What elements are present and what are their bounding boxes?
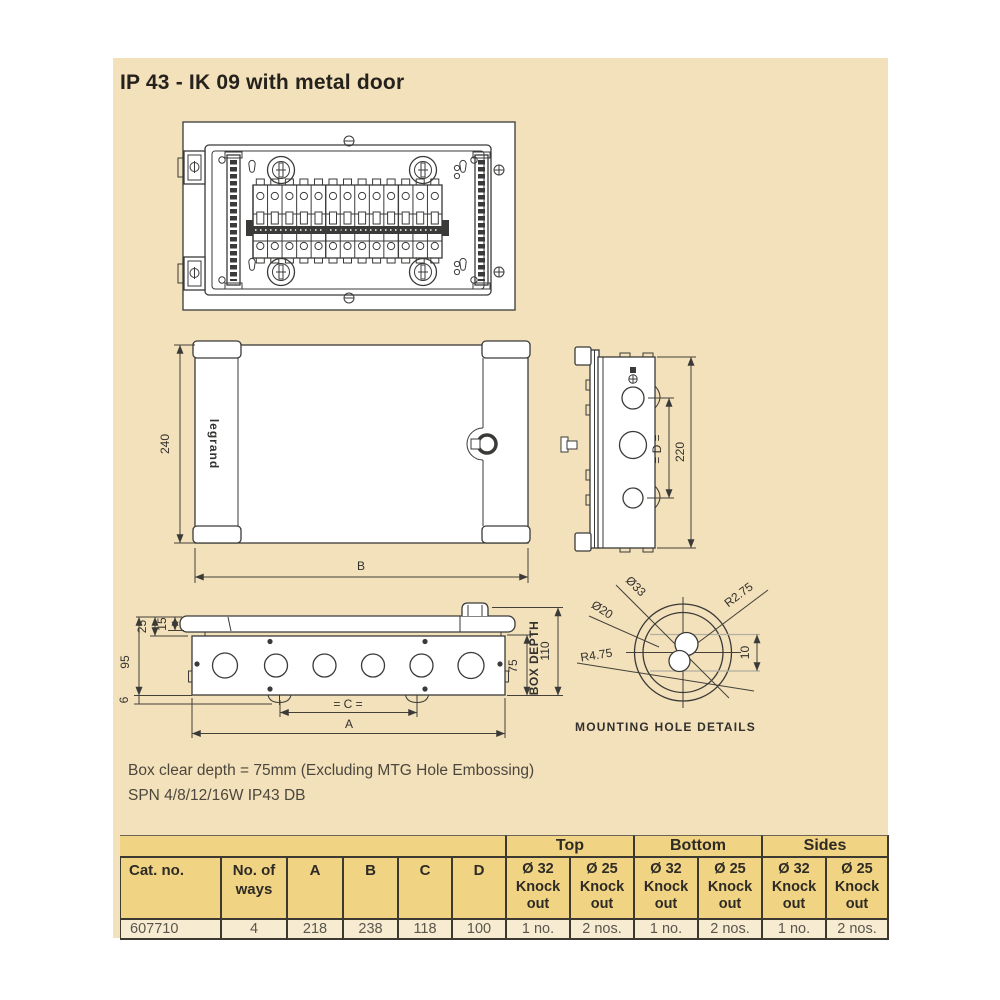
spec-table: Top Bottom Sides Cat. no. No. of ways A … — [120, 835, 890, 940]
col-header-bottom-25-knockout: Ø 25 Knock out — [697, 858, 761, 920]
dim-B-label: B — [357, 559, 365, 573]
cell-top-32: 1 no. — [505, 920, 569, 940]
dim-240-label: 240 — [158, 434, 172, 454]
col-header-no-of-ways: No. of ways — [220, 858, 286, 920]
page-title: IP 43 - IK 09 with metal door — [120, 71, 405, 94]
mounting-hole-caption: MOUNTING HOLE DETAILS — [575, 720, 756, 734]
cell-sides-32: 1 no. — [761, 920, 825, 940]
col-header-a: A — [286, 858, 342, 920]
dim-15-label: 15 — [155, 617, 169, 631]
col-header-c: C — [397, 858, 451, 920]
cell-c: 118 — [397, 920, 451, 940]
col-header-bottom-32-knockout: Ø 32 Knock out — [633, 858, 697, 920]
cell-top-25: 2 nos. — [569, 920, 633, 940]
legrand-logo: legrand — [207, 419, 221, 469]
box-depth-label: BOX DEPTH — [527, 621, 541, 696]
col-header-sides-25-knockout: Ø 25 Knock out — [825, 858, 889, 920]
col-header-top-32-knockout: Ø 32 Knock out — [505, 858, 569, 920]
dim-75-label: 75 — [506, 659, 520, 673]
bottom-view-drawing: 15 25 95 6 75 BOX DEPTH 110 = C = — [117, 602, 563, 738]
cell-bottom-32: 1 no. — [633, 920, 697, 940]
dim-220-label: 220 — [673, 442, 687, 462]
dim-25-label: 25 — [135, 620, 149, 634]
col-header-b: B — [342, 858, 397, 920]
r4-75-label: R4.75 — [579, 646, 613, 665]
catalog-panel: IP 43 - IK 09 with metal door — [113, 58, 890, 940]
technical-drawings: legrand 240 B — [117, 121, 769, 738]
col-header-top-25-knockout: Ø 25 Knock out — [569, 858, 633, 920]
cell-d: 100 — [451, 920, 505, 940]
col-header-d: D — [451, 858, 505, 920]
door-lock-icon — [476, 433, 498, 455]
dim-C-label: = C = — [333, 697, 362, 711]
group-header-top: Top — [505, 835, 633, 858]
dim-95-label: 95 — [118, 655, 132, 669]
dim-10-label: 10 — [738, 646, 752, 660]
dim-D-label: = D = — [650, 434, 664, 463]
col-header-sides-32-knockout: Ø 32 Knock out — [761, 858, 825, 920]
cell-bottom-25: 2 nos. — [697, 920, 761, 940]
group-header-sides: Sides — [761, 835, 889, 858]
group-header-bottom: Bottom — [633, 835, 761, 858]
r2-75-label: R2.75 — [722, 579, 756, 610]
cell-sides-25: 2 nos. — [825, 920, 889, 940]
note-spn: SPN 4/8/12/16W IP43 DB — [128, 787, 306, 804]
dim-110-label: 110 — [538, 641, 552, 660]
door-front-drawing: legrand 240 B — [158, 340, 531, 583]
interior-view-drawing — [177, 121, 516, 311]
dim-6-label: 6 — [117, 696, 131, 703]
col-header-cat-no: Cat. no. — [120, 858, 220, 920]
side-view-drawing: = D = 220 — [560, 346, 696, 553]
cell-cat-no: 607710 — [120, 920, 220, 940]
note-box-clear-depth: Box clear depth = 75mm (Excluding MTG Ho… — [128, 762, 535, 779]
dim-A-label: A — [345, 717, 353, 731]
cell-a: 218 — [286, 920, 342, 940]
cell-no-of-ways: 4 — [220, 920, 286, 940]
mounting-hole-detail-drawing: Ø33 R2.75 Ø20 R4.75 10 MOUNTING HOLE DET… — [575, 573, 769, 734]
notes: Box clear depth = 75mm (Excluding MTG Ho… — [128, 758, 534, 808]
group-header-blank — [120, 835, 505, 858]
cell-b: 238 — [342, 920, 397, 940]
